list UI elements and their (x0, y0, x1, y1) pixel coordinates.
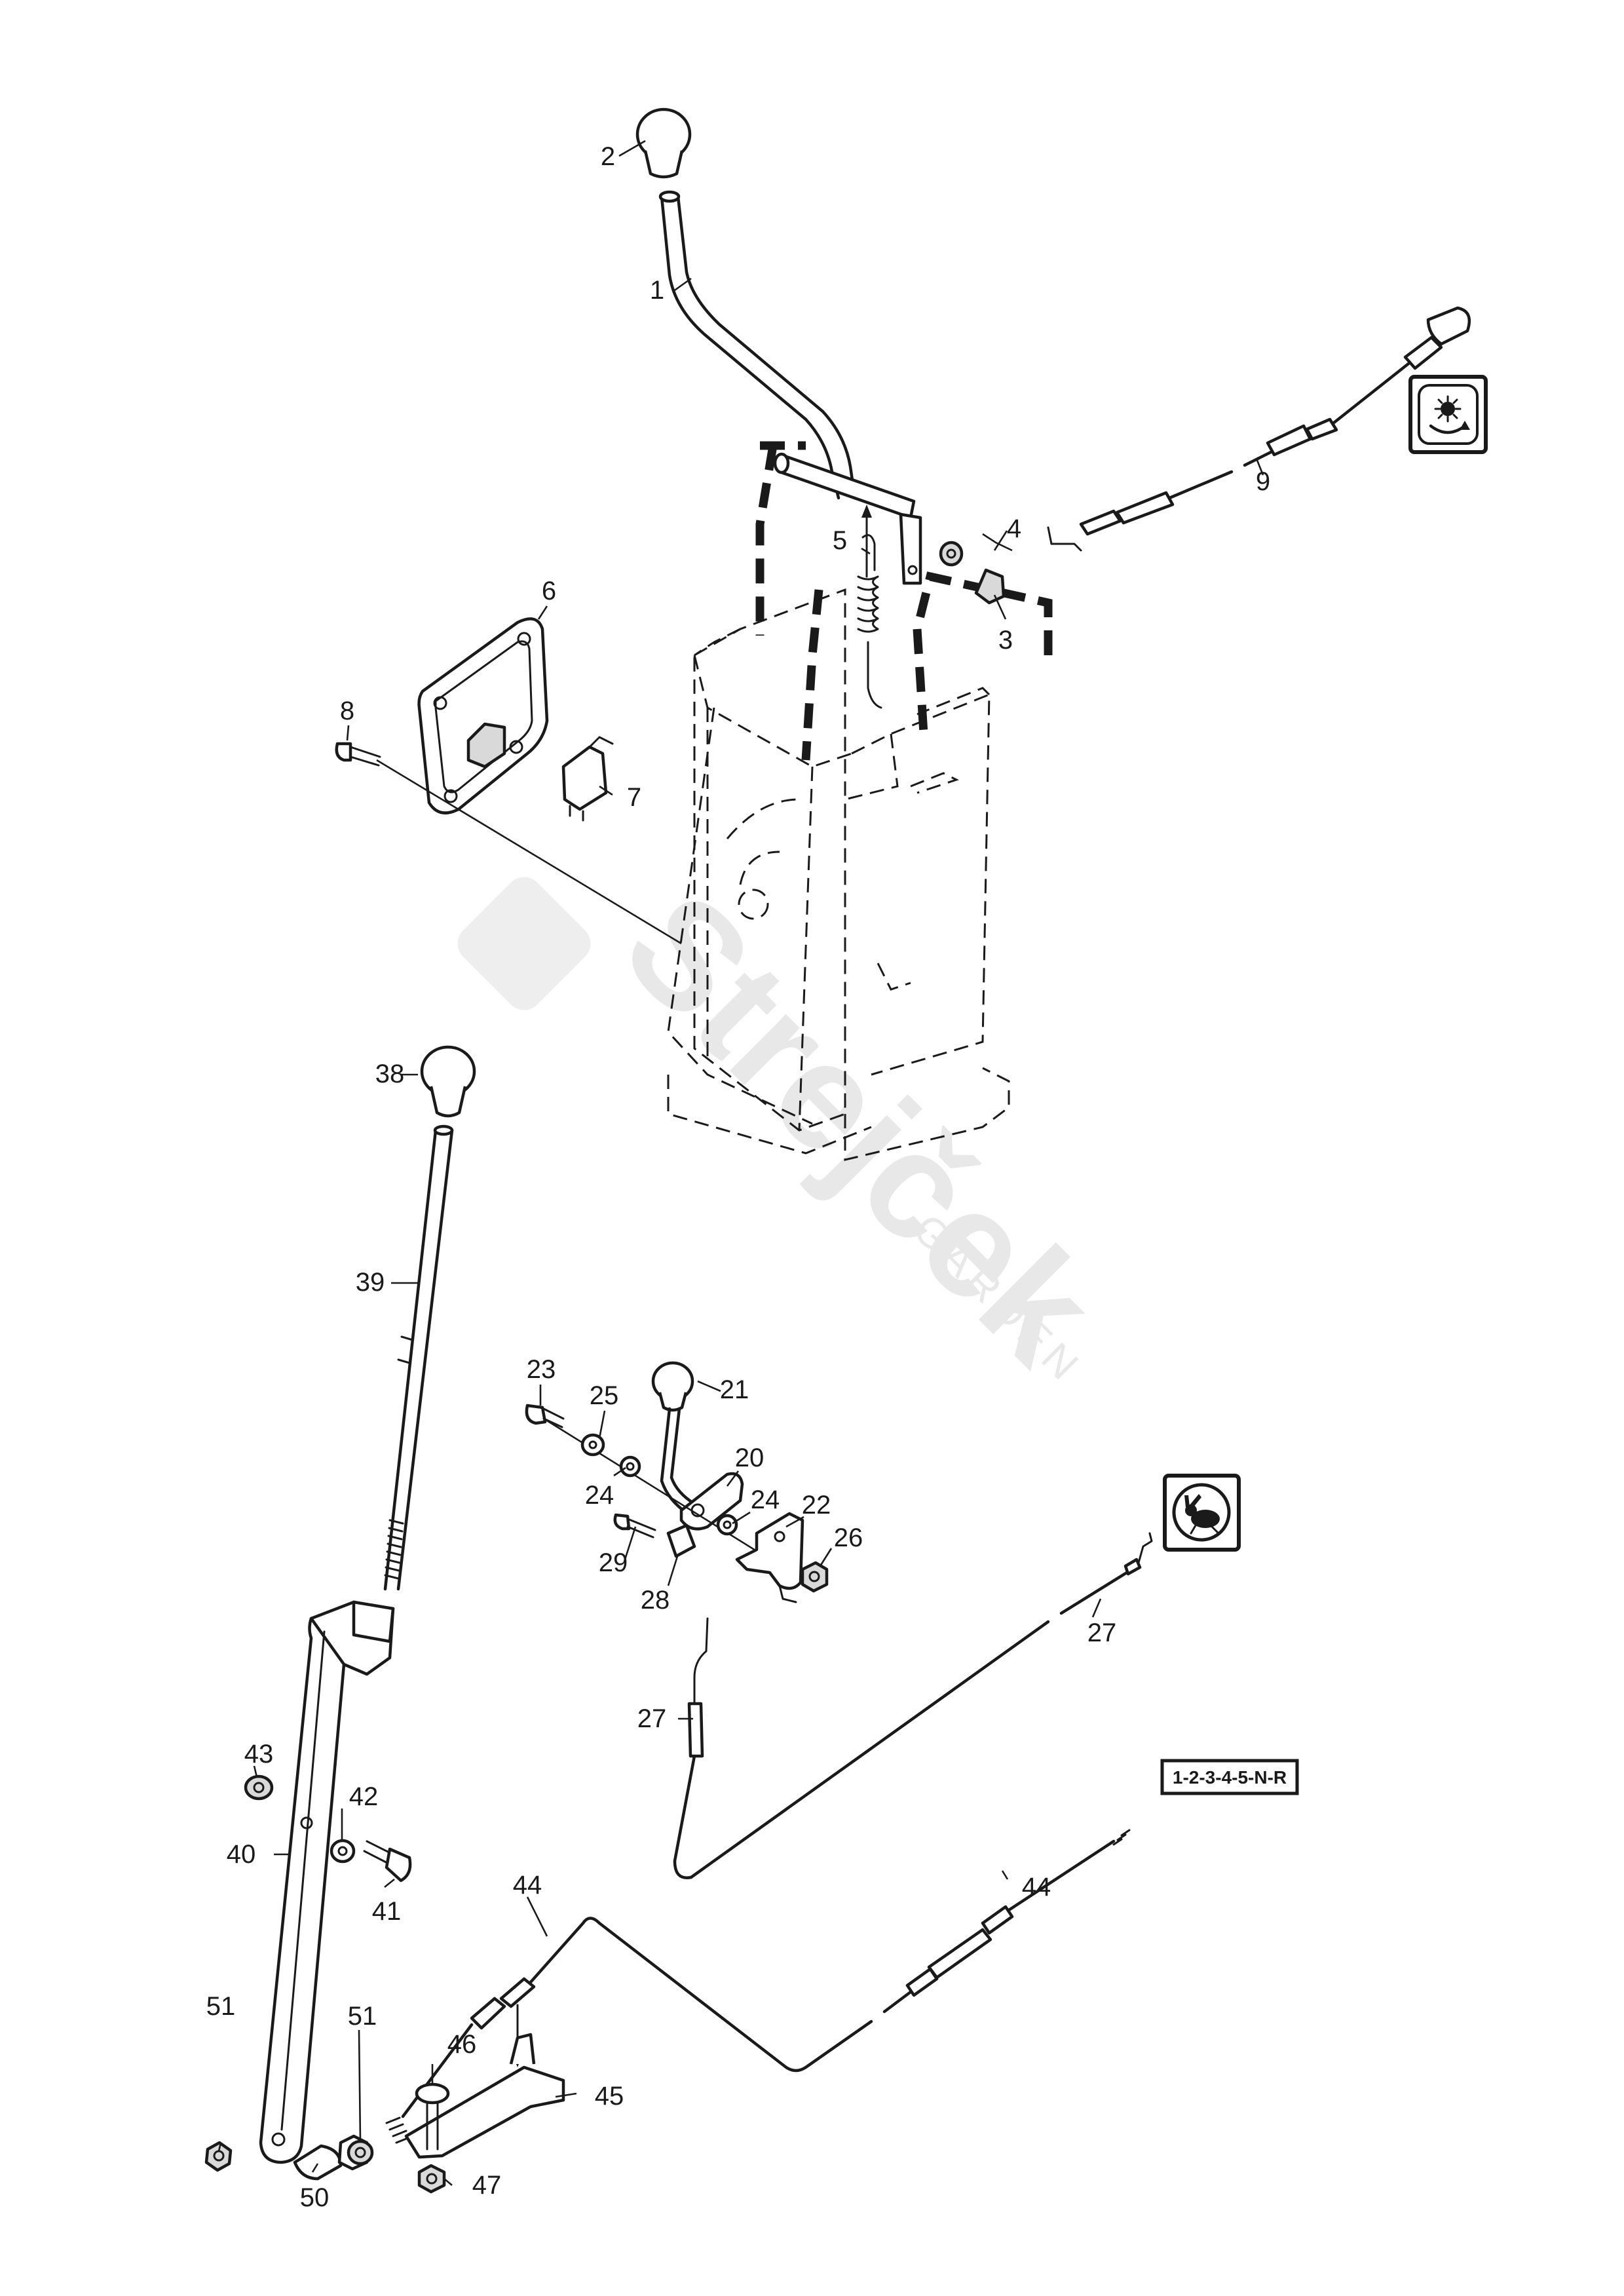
rabbit-speed-icon (1184, 1494, 1220, 1535)
callout-50: 50 (300, 2183, 330, 2212)
callout-25: 25 (590, 1381, 619, 1410)
mid-lever-assembly (525, 1361, 1153, 1879)
callout-40: 40 (227, 1840, 256, 1869)
callout-numbers: 2 1 5 4 3 9 6 8 7 38 39 23 25 21 20 24 2… (206, 142, 1270, 2212)
callout-20: 20 (735, 1444, 765, 1472)
callout-28: 28 (641, 1586, 670, 1615)
callout-51a: 51 (206, 1992, 236, 2021)
callout-26: 26 (834, 1523, 863, 1552)
watermark: Strejček GARDEN (457, 860, 1127, 1394)
callout-38: 38 (375, 1060, 405, 1088)
plate-6-group (335, 617, 682, 945)
callout-42: 42 (349, 1782, 379, 1811)
blade-engage-badge (1408, 375, 1488, 454)
gear-pattern-badge: 1-2-3-4-5-N-R (1160, 1759, 1299, 1795)
callout-22: 22 (802, 1491, 831, 1520)
callout-47: 47 (472, 2171, 502, 2200)
callout-6: 6 (542, 577, 556, 605)
callout-46: 46 (447, 2030, 477, 2059)
cable-9 (1047, 306, 1471, 552)
upper-lever-assembly (635, 107, 1006, 709)
callout-4: 4 (1007, 514, 1021, 543)
callout-5: 5 (833, 526, 847, 555)
callout-27a: 27 (1087, 1618, 1117, 1647)
callout-27b: 27 (637, 1704, 667, 1733)
callout-29: 29 (599, 1548, 628, 1577)
console-frame (667, 441, 1053, 1161)
callout-21: 21 (720, 1375, 749, 1404)
leader-lines (217, 140, 1264, 2186)
callout-9: 9 (1256, 467, 1270, 496)
callout-43: 43 (244, 1740, 274, 1769)
cable-44 (385, 1829, 1131, 2194)
callout-51b: 51 (348, 2002, 377, 2031)
callout-7: 7 (627, 783, 641, 812)
callout-44b: 44 (1022, 1873, 1051, 1902)
callout-45: 45 (595, 2082, 624, 2111)
callout-44a: 44 (513, 1871, 542, 1900)
callout-24a: 24 (585, 1481, 614, 1510)
speed-badge (1163, 1474, 1241, 1552)
callout-8: 8 (340, 697, 354, 725)
callout-41: 41 (372, 1897, 402, 1926)
callout-24b: 24 (751, 1485, 780, 1514)
callout-39: 39 (356, 1268, 385, 1297)
callout-1: 1 (650, 276, 664, 305)
callout-2: 2 (601, 142, 615, 171)
lower-left-lever (204, 1045, 476, 2181)
callout-23: 23 (527, 1355, 556, 1384)
gear-pattern-label: 1-2-3-4-5-N-R (1173, 1767, 1287, 1788)
blade-engage-icon (1429, 395, 1470, 434)
callout-3: 3 (998, 626, 1013, 655)
